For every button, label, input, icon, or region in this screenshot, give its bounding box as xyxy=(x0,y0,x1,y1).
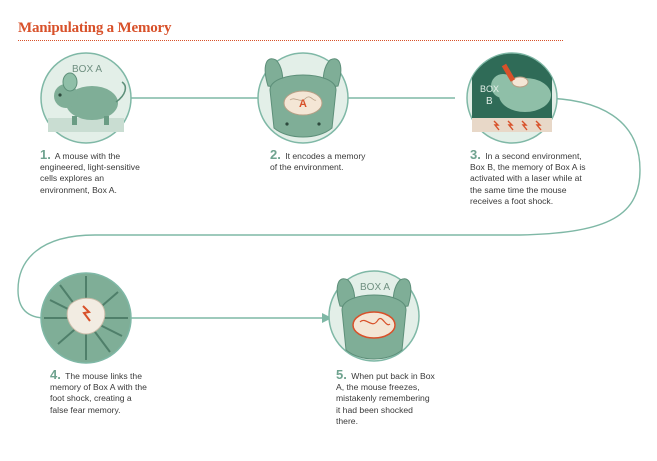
box-b-label-line2: B xyxy=(486,96,493,107)
step-3-number: 3. xyxy=(470,147,481,162)
scene-1-mouse-exploring xyxy=(40,52,132,144)
step-3-text: In a second environment, Box B, the memo… xyxy=(470,151,586,206)
flow-arrowhead xyxy=(322,313,332,323)
step-5-number: 5. xyxy=(336,367,347,382)
step-1-number: 1. xyxy=(40,147,51,162)
step-1-caption: 1. A mouse with the engineered, light-se… xyxy=(40,147,150,196)
flow-line xyxy=(17,97,641,319)
scene-3-box-b-shock xyxy=(466,52,558,144)
step-1-text: A mouse with the engineered, light-sensi… xyxy=(40,151,140,195)
step-2-text: It encodes a memory of the environment. xyxy=(270,151,366,173)
box-a-label-1: BOX A xyxy=(72,64,102,75)
step-3-caption: 3. In a second environment, Box B, the m… xyxy=(470,147,595,207)
box-a-label-5: BOX A xyxy=(360,282,390,293)
step-4-number: 4. xyxy=(50,367,61,382)
step-4-text: The mouse links the memory of Box A with… xyxy=(50,371,147,415)
step-2-number: 2. xyxy=(270,147,281,162)
scene-2-memory-encoded xyxy=(257,52,349,144)
scene-5-mouse-freezes xyxy=(328,270,420,362)
box-b-label-line1: BOX xyxy=(480,84,499,94)
step-5-text: When put back in Box A, the mouse freeze… xyxy=(336,371,435,426)
step-5-caption: 5. When put back in Box A, the mouse fre… xyxy=(336,367,436,427)
title-divider xyxy=(18,40,563,41)
scene-4-neuron-link xyxy=(40,272,132,364)
brain-a-label: A xyxy=(299,98,307,110)
step-2-caption: 2. It encodes a memory of the environmen… xyxy=(270,147,370,173)
page-title: Manipulating a Memory xyxy=(18,20,172,36)
step-4-caption: 4. The mouse links the memory of Box A w… xyxy=(50,367,150,416)
